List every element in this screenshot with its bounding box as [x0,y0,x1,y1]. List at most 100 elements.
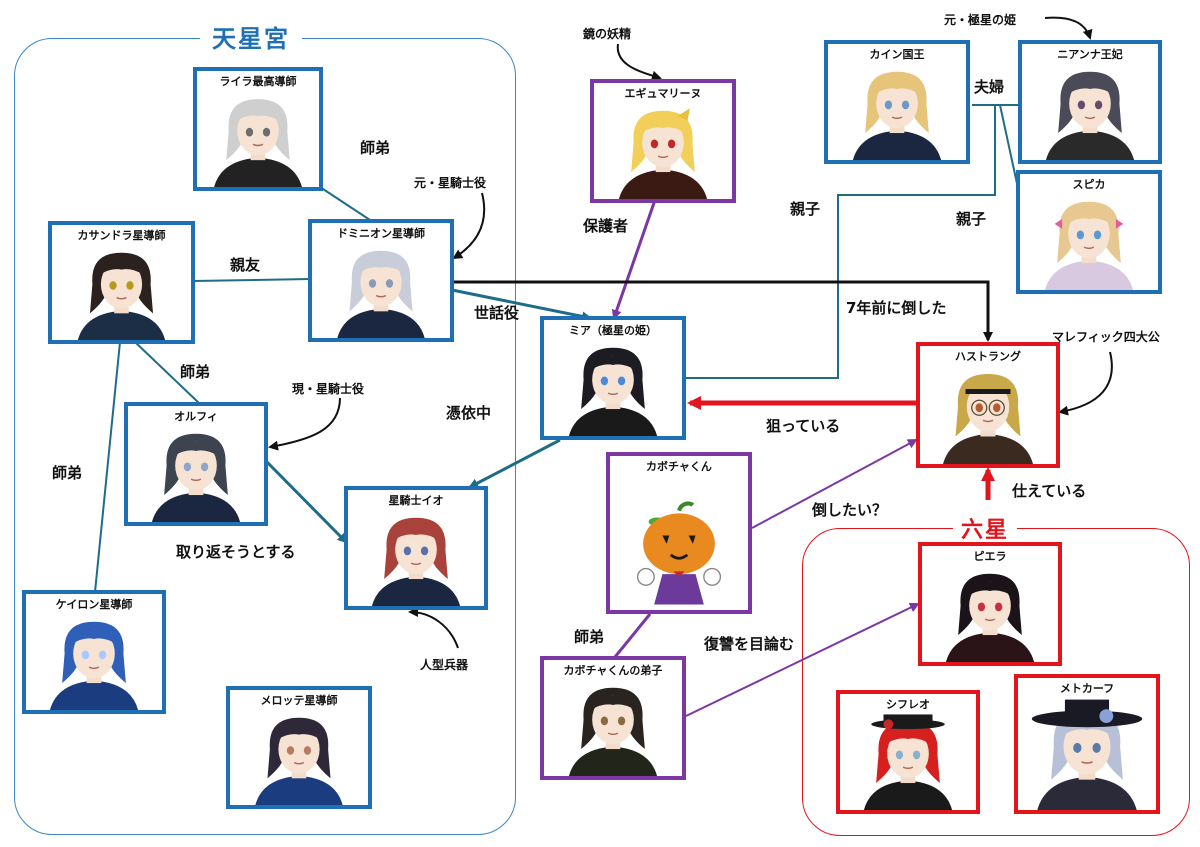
pointer-orphi-note [268,397,341,451]
note-orphi: 現・星騎士役 [292,382,365,396]
line-cassandra-chiron [94,341,121,593]
portrait-orphi [128,424,264,522]
portrait-art [337,250,425,338]
label-cassandra-chiron: 師弟 [52,464,83,482]
label-rokusei-hastrang: 仕えている [1012,482,1087,500]
arrow-dominion-hastrang [452,280,993,342]
pointer-dominion-note [452,192,486,260]
portrait-art [945,573,1035,662]
portrait-art [863,714,953,810]
card-metcalf[interactable]: メトカーフ [1014,674,1160,814]
portrait-art [636,501,722,605]
portrait-art [852,71,942,160]
card-hastrang[interactable]: ハストラング [916,342,1060,468]
portrait-art [77,252,166,340]
portrait-pumpkin-disciple [544,678,682,776]
card-spica[interactable]: スピカ [1016,170,1162,294]
portrait-piera [922,564,1058,662]
portrait-chiron [26,612,162,710]
card-laila[interactable]: ライラ最高導師 [193,67,323,191]
portrait-art [151,433,241,522]
line-pumpkin-disciple [613,613,652,658]
character-name: メトカーフ [1059,682,1115,695]
note-aiguemarine: 鏡の妖精 [583,27,632,41]
label-pumpkin-hastrang: 倒したい？ [812,501,888,519]
portrait-art [568,347,658,436]
pointer-hastrang-note [1058,351,1113,416]
card-nianna[interactable]: ニアンナ王妃 [1018,40,1162,164]
portrait-art [568,687,658,776]
label-aiguemarine-mia: 保護者 [583,217,629,235]
portrait-cassandra [52,243,191,340]
character-name: ドミニオン星導師 [337,227,425,240]
card-orphi[interactable]: オルフィ [124,402,268,526]
portrait-art [371,517,461,606]
label-kain-nianna: 夫婦 [974,78,1005,96]
arrow-disciple-piera [685,602,920,717]
portrait-art [1031,699,1143,810]
label-hastrang-mia: 狙っている [766,417,841,435]
portrait-hastrang [920,364,1056,464]
card-pumpkin-disciple[interactable]: カボチャくんの弟子 [540,656,686,780]
arrow-pumpkin-hastrang [751,439,918,529]
group-tenseikyu-title: 天星宮 [200,19,302,54]
arrow-dominion-mia [451,288,592,322]
label-dominion-hastrang: 7年前に倒した [846,299,947,317]
portrait-art [1045,71,1135,160]
label-dominion-mia: 世話役 [474,304,520,322]
card-pumpkin[interactable]: カボチャくん [606,452,752,614]
note-dominion: 元・星騎士役 [414,176,487,190]
portrait-art [214,99,302,187]
portrait-art [1044,201,1134,290]
character-name: カサンドラ星導師 [77,229,166,242]
portrait-dominion [312,241,450,338]
character-name: メロッテ星導師 [260,694,338,707]
label-pumpkin-disciple: 師弟 [574,628,605,646]
label-disciple-piera: 復讐を目論む [704,635,795,653]
portrait-io [348,508,484,606]
card-io[interactable]: 星騎士イオ [344,486,488,610]
line-laila-dominion [319,186,371,221]
group-rokusei-title: 六星 [953,512,1018,544]
card-dominion[interactable]: ドミニオン星導師 [308,219,454,342]
portrait-sifleo [840,712,976,810]
pointer-aiguemarine-note [616,43,662,81]
note-nianna: 元・極星の姫 [944,13,1017,27]
portrait-aiguemarine [594,101,732,199]
character-name: ケイロン星導師 [55,598,133,611]
card-aiguemarine[interactable]: エギュマリーヌ [590,79,736,203]
portrait-art [255,717,343,805]
label-orphi-io: 取り返そうとする [176,543,296,561]
card-sifleo[interactable]: シフレオ [836,690,980,814]
character-name: 星騎士イオ [388,494,444,507]
portrait-art [618,108,708,199]
card-melotte[interactable]: メロッテ星導師 [226,686,372,809]
character-name: ミア（極星の姫） [569,324,657,337]
card-kain[interactable]: カイン国王 [824,40,970,164]
pointer-io-note [408,607,459,649]
label-laila-dominion: 師弟 [360,139,391,157]
character-name: ピエラ [973,550,1007,563]
portrait-metcalf [1018,696,1156,810]
character-name: カボチャくんの弟子 [563,664,663,677]
line-cassandra-orphi [134,341,201,405]
card-cassandra[interactable]: カサンドラ星導師 [48,221,195,344]
character-name: ハストラング [955,350,1021,363]
portrait-melotte [230,708,368,805]
portrait-art [943,374,1033,464]
arrow-mia-io [468,438,561,489]
line-cassandra-dominion [192,278,311,282]
note-io: 人型兵器 [420,658,469,672]
portrait-nianna [1022,62,1158,160]
line-nianna-mia [686,105,996,379]
arrow-aiguemarine-mia [611,199,657,320]
character-name: オルフィ [174,410,218,423]
pointer-nianna-note [1044,16,1093,40]
card-piera[interactable]: ピエラ [918,542,1062,666]
card-chiron[interactable]: ケイロン星導師 [22,590,166,714]
portrait-laila [197,89,319,187]
label-io-mia: 憑依中 [446,404,492,422]
character-name: カボチャくん [646,460,712,473]
card-mia[interactable]: ミア（極星の姫） [540,316,686,440]
character-name: スピカ [1072,178,1106,191]
